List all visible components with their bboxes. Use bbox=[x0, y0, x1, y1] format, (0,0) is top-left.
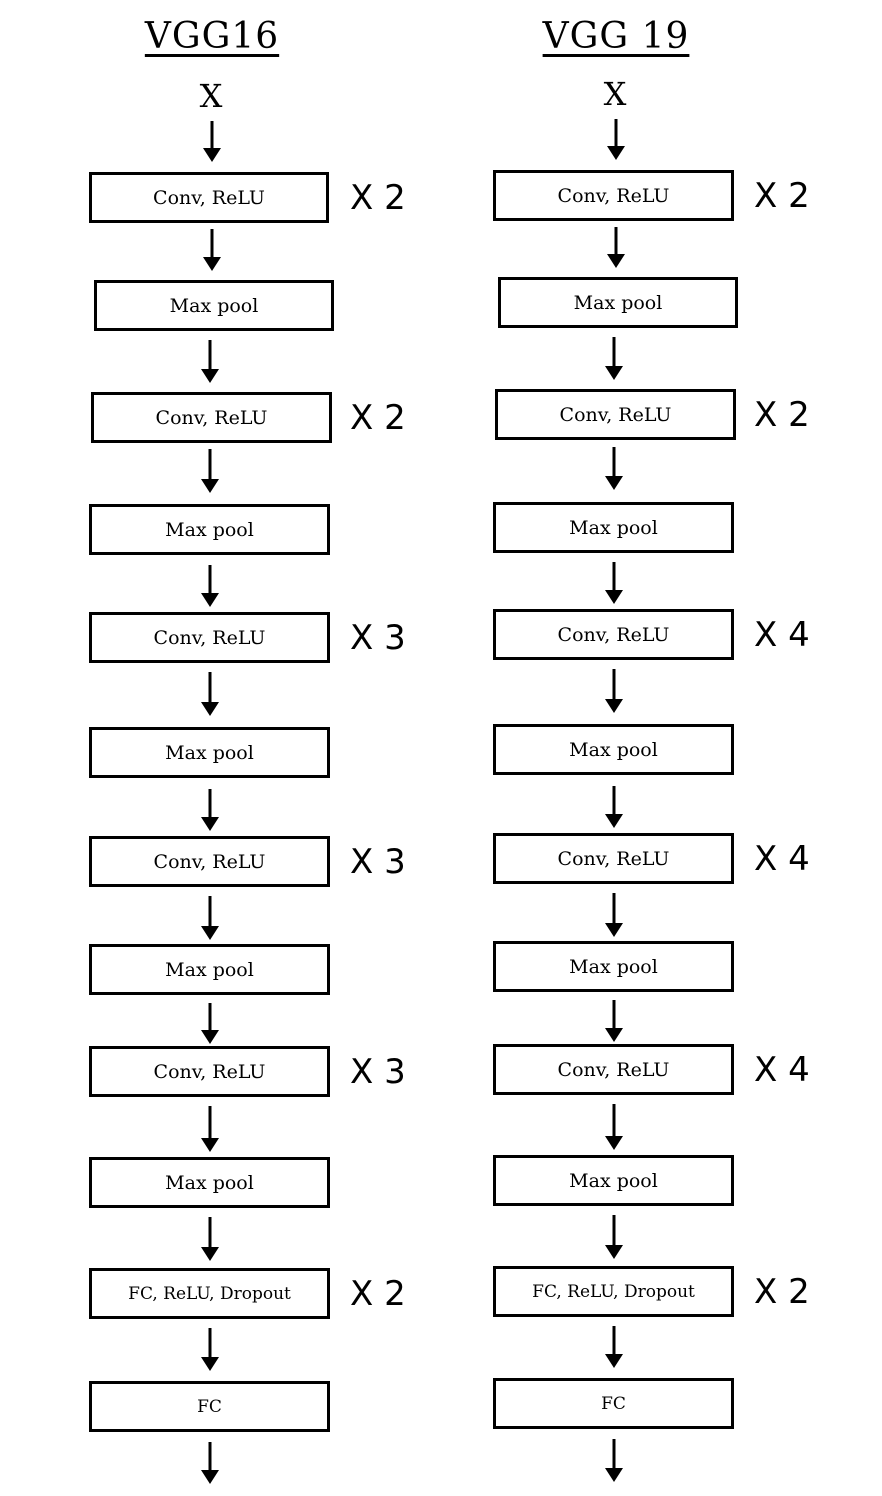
vgg16-input-label: X bbox=[199, 77, 223, 115]
vgg19-title: VGG 19 bbox=[542, 16, 690, 57]
vgg19-multiplier-11: X 2 bbox=[754, 1272, 810, 1312]
vgg19-layer-10: Max pool bbox=[493, 1155, 734, 1206]
vgg19-column: VGG 19 X Conv, ReLU X 2 Max pool Conv, R… bbox=[404, 0, 845, 1496]
vgg16-title: VGG16 bbox=[144, 16, 280, 57]
vgg16-multiplier-9: X 3 bbox=[350, 1052, 406, 1092]
vgg16-arrowhead-0 bbox=[203, 148, 221, 162]
vgg16-layer-5: Conv, ReLU bbox=[89, 612, 330, 663]
vgg16-multiplier-1: X 2 bbox=[350, 178, 406, 218]
vgg19-layer-4: Max pool bbox=[493, 502, 734, 553]
vgg16-multiplier-11: X 2 bbox=[350, 1274, 406, 1314]
vgg16-column: VGG16 X Conv, ReLU X 2 Max pool Conv, Re… bbox=[89, 16, 406, 1432]
vgg16-layer-2: Max pool bbox=[94, 280, 334, 331]
vgg16-layer-11: FC, ReLU, Dropout bbox=[89, 1268, 330, 1319]
vgg19-layer-3: Conv, ReLU bbox=[495, 389, 736, 440]
vgg19-layer-2: Max pool bbox=[498, 277, 738, 328]
vgg19-input-label: X bbox=[603, 75, 627, 113]
vgg16-layer-7: Conv, ReLU bbox=[89, 836, 330, 887]
vgg19-layer-12: FC bbox=[493, 1378, 734, 1429]
vgg19-layer-9: Conv, ReLU bbox=[493, 1044, 734, 1095]
vgg16-multiplier-3: X 2 bbox=[350, 398, 406, 438]
vgg19-layer-6: Max pool bbox=[493, 724, 734, 775]
vgg19-multiplier-9: X 4 bbox=[754, 1050, 810, 1090]
vgg19-layer-8: Max pool bbox=[493, 941, 734, 992]
vgg16-layer-6: Max pool bbox=[89, 727, 330, 778]
vgg19-layer-11: FC, ReLU, Dropout bbox=[493, 1266, 734, 1317]
vgg16-layer-12: FC bbox=[89, 1381, 330, 1432]
vgg16-layer-9: Conv, ReLU bbox=[89, 1046, 330, 1097]
vgg16-layer-3: Conv, ReLU bbox=[91, 392, 332, 443]
vgg19-layer-1: Conv, ReLU bbox=[493, 170, 734, 221]
vgg16-layer-1: Conv, ReLU bbox=[89, 172, 329, 223]
vgg16-layer-8: Max pool bbox=[89, 944, 330, 995]
vgg19-layer-7: Conv, ReLU bbox=[493, 833, 734, 884]
vgg16-layer-10: Max pool bbox=[89, 1157, 330, 1208]
vgg16-multiplier-5: X 3 bbox=[350, 618, 406, 658]
vgg19-multiplier-7: X 4 bbox=[754, 839, 810, 879]
vgg19-multiplier-5: X 4 bbox=[754, 615, 810, 655]
vgg16-multiplier-7: X 3 bbox=[350, 842, 406, 882]
vgg19-layer-5: Conv, ReLU bbox=[493, 609, 734, 660]
vgg19-multiplier-3: X 2 bbox=[754, 395, 810, 435]
vgg16-layer-4: Max pool bbox=[89, 504, 330, 555]
vgg19-multiplier-1: X 2 bbox=[754, 176, 810, 216]
